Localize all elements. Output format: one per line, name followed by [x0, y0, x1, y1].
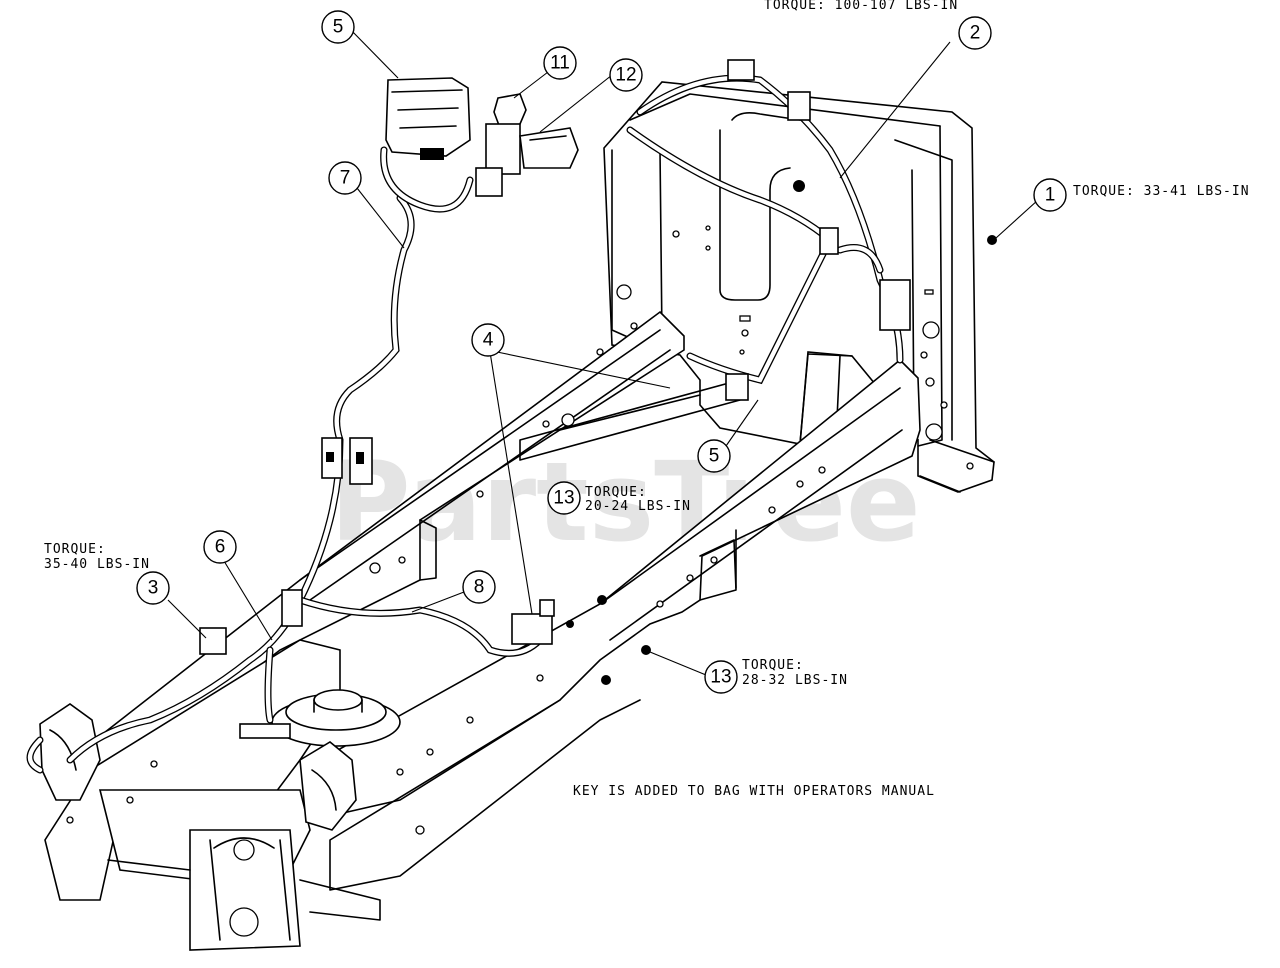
callout-7: 7 — [328, 161, 362, 195]
torque-note-top: TORQUE: 100-107 LBS-IN — [764, 0, 958, 13]
torque-note-13a-line2: 20-24 LBS-IN — [585, 499, 691, 514]
callout-10-label: 5 — [333, 17, 344, 38]
callout-13b: 13 — [704, 660, 738, 694]
callout-7-label: 7 — [340, 168, 351, 189]
callout-8-label: 8 — [474, 577, 485, 598]
callout-3: 3 — [136, 571, 170, 605]
torque-note-13b-line1: TORQUE: — [742, 658, 804, 673]
callout-11: 11 — [543, 46, 577, 80]
callout-leaders — [167, 26, 1039, 676]
callout-1-label: 1 — [1045, 185, 1056, 206]
callout-5-label: 5 — [709, 446, 720, 467]
callout-11-label: 11 — [550, 53, 570, 74]
callout-13a-label: 13 — [553, 488, 574, 509]
front-spindles — [26, 703, 357, 831]
callout-13b-label: 13 — [710, 667, 731, 688]
callout-5: 5 — [697, 439, 731, 473]
torque-note-13b-line2: 28-32 LBS-IN — [742, 673, 848, 688]
callout-3-label: 3 — [148, 578, 159, 599]
key-switch — [475, 93, 579, 197]
callout-4: 4 — [471, 323, 505, 357]
callout-12-label: 12 — [615, 65, 636, 86]
callout-1: 1 — [1033, 178, 1067, 212]
torque-note-13a-line1: TORQUE: — [585, 485, 647, 500]
ignition-module — [385, 77, 471, 160]
torque-note-3-line2: 35-40 LBS-IN — [44, 557, 150, 572]
torque-note-1: TORQUE: 33-41 LBS-IN — [1073, 184, 1250, 199]
callout-13a: 13 — [547, 481, 581, 515]
callout-6: 6 — [203, 530, 237, 564]
torque-note-3-line1: TORQUE: — [44, 542, 106, 557]
callout-12: 12 — [609, 58, 643, 92]
callout-2: 2 — [958, 16, 992, 50]
rear-frame-plate — [603, 81, 995, 493]
frame-rails — [89, 310, 921, 891]
callout-10: 5 — [321, 10, 355, 44]
callout-4-label: 4 — [483, 330, 494, 351]
callout-2-label: 2 — [970, 23, 981, 44]
callout-6-label: 6 — [215, 537, 226, 558]
key-bag-note: KEY IS ADDED TO BAG WITH OPERATORS MANUA… — [573, 784, 935, 799]
pulley — [271, 689, 401, 747]
callout-8: 8 — [462, 570, 496, 604]
